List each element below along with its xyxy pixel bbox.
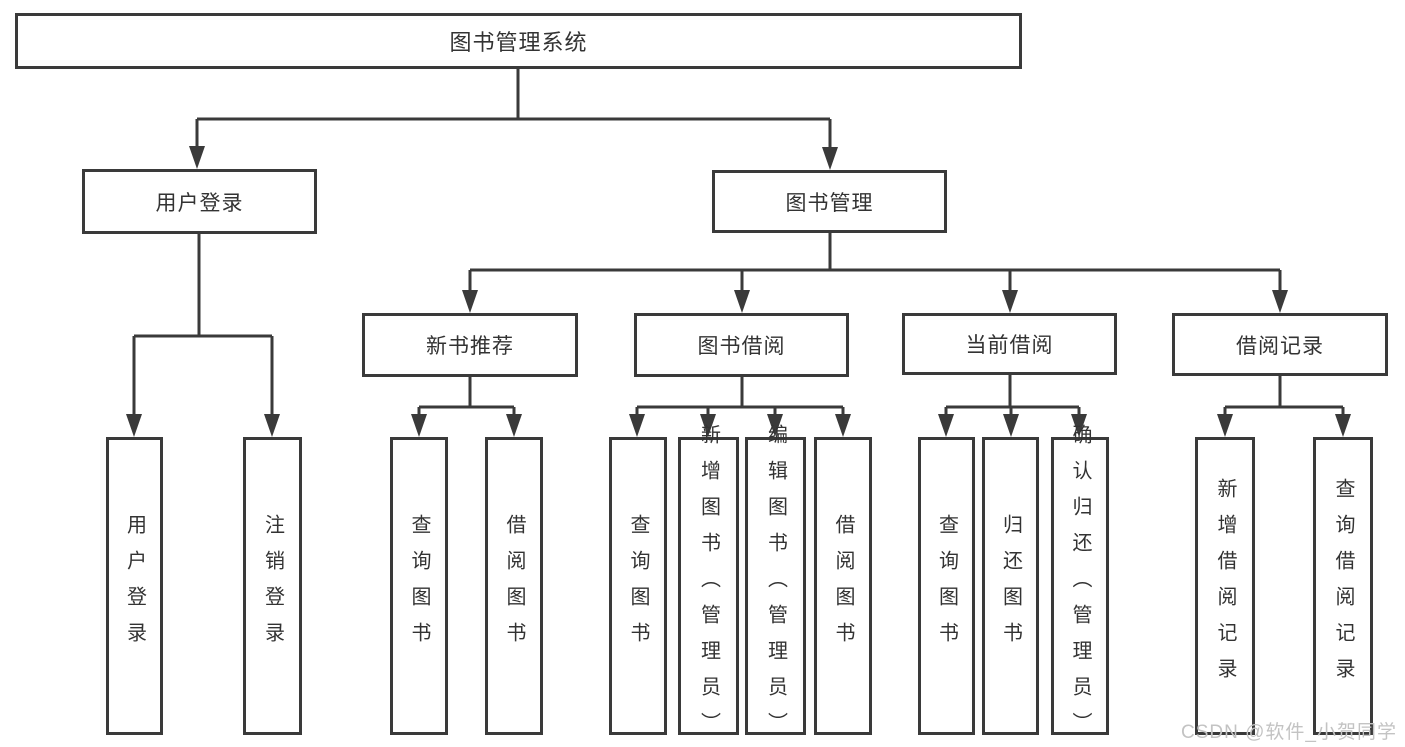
- node-leaf-return-book-label: 归还图书: [999, 514, 1022, 658]
- arrowheads: [126, 146, 1351, 437]
- node-current-borrowing-label: 当前借阅: [965, 334, 1054, 357]
- node-leaf-query-borrow-record-label: 查询借阅记录: [1332, 478, 1354, 694]
- node-leaf-logout: 注销登录: [243, 437, 302, 735]
- node-leaf-confirm-return-admin: 确认归还（管理员）: [1051, 424, 1109, 747]
- node-leaf-borrow-book-label: 借阅图书: [832, 514, 854, 658]
- node-leaf-query-books-borrow: 查询图书: [609, 437, 667, 735]
- node-leaf-query-books-current: 查询图书: [918, 437, 975, 735]
- node-leaf-borrow-book: 借阅图书: [814, 437, 872, 735]
- node-book-management-label: 图书管理: [785, 191, 874, 215]
- node-leaf-edit-book-admin-label: 编辑图书（管理员）: [764, 424, 787, 747]
- node-book-borrowing: 图书借阅: [634, 313, 849, 377]
- node-leaf-return-book: 归还图书: [982, 437, 1039, 735]
- node-leaf-query-books-recommend-label: 查询图书: [408, 514, 430, 658]
- node-leaf-user-login-label: 用户登录: [123, 514, 146, 658]
- node-leaf-query-books-recommend: 查询图书: [390, 437, 448, 735]
- csdn-watermark: CSDN @软件_小贺同学: [1181, 722, 1397, 743]
- node-leaf-user-login: 用户登录: [106, 437, 163, 735]
- node-root-library-system: 图书管理系统: [15, 13, 1022, 69]
- node-current-borrowing: 当前借阅: [902, 313, 1117, 375]
- node-root-label: 图书管理系统: [449, 30, 588, 55]
- node-leaf-confirm-return-admin-label: 确认归还（管理员）: [1069, 424, 1091, 747]
- node-book-borrowing-label: 图书借阅: [697, 335, 786, 358]
- node-leaf-edit-book-admin: 编辑图书（管理员）: [745, 424, 806, 747]
- node-new-book-recommend: 新书推荐: [362, 313, 578, 377]
- node-leaf-add-book-admin-label: 新增图书（管理员）: [697, 424, 720, 747]
- node-leaf-borrow-books-recommend-label: 借阅图书: [503, 514, 525, 658]
- node-user-login: 用户登录: [82, 169, 317, 234]
- node-book-management: 图书管理: [712, 170, 947, 233]
- node-borrowing-records-label: 借阅记录: [1236, 334, 1324, 358]
- node-new-book-recommend-label: 新书推荐: [426, 335, 514, 358]
- node-leaf-add-borrow-record: 新增借阅记录: [1195, 437, 1255, 735]
- node-leaf-logout-label: 注销登录: [261, 514, 284, 658]
- node-leaf-borrow-books-recommend: 借阅图书: [485, 437, 543, 735]
- node-borrowing-records: 借阅记录: [1172, 313, 1388, 376]
- node-user-login-label: 用户登录: [155, 191, 244, 215]
- node-leaf-query-books-borrow-label: 查询图书: [627, 514, 649, 658]
- node-leaf-query-books-current-label: 查询图书: [935, 514, 958, 658]
- node-leaf-query-borrow-record: 查询借阅记录: [1313, 437, 1373, 735]
- node-leaf-add-book-admin: 新增图书（管理员）: [678, 424, 739, 747]
- node-leaf-add-borrow-record-label: 新增借阅记录: [1214, 478, 1236, 694]
